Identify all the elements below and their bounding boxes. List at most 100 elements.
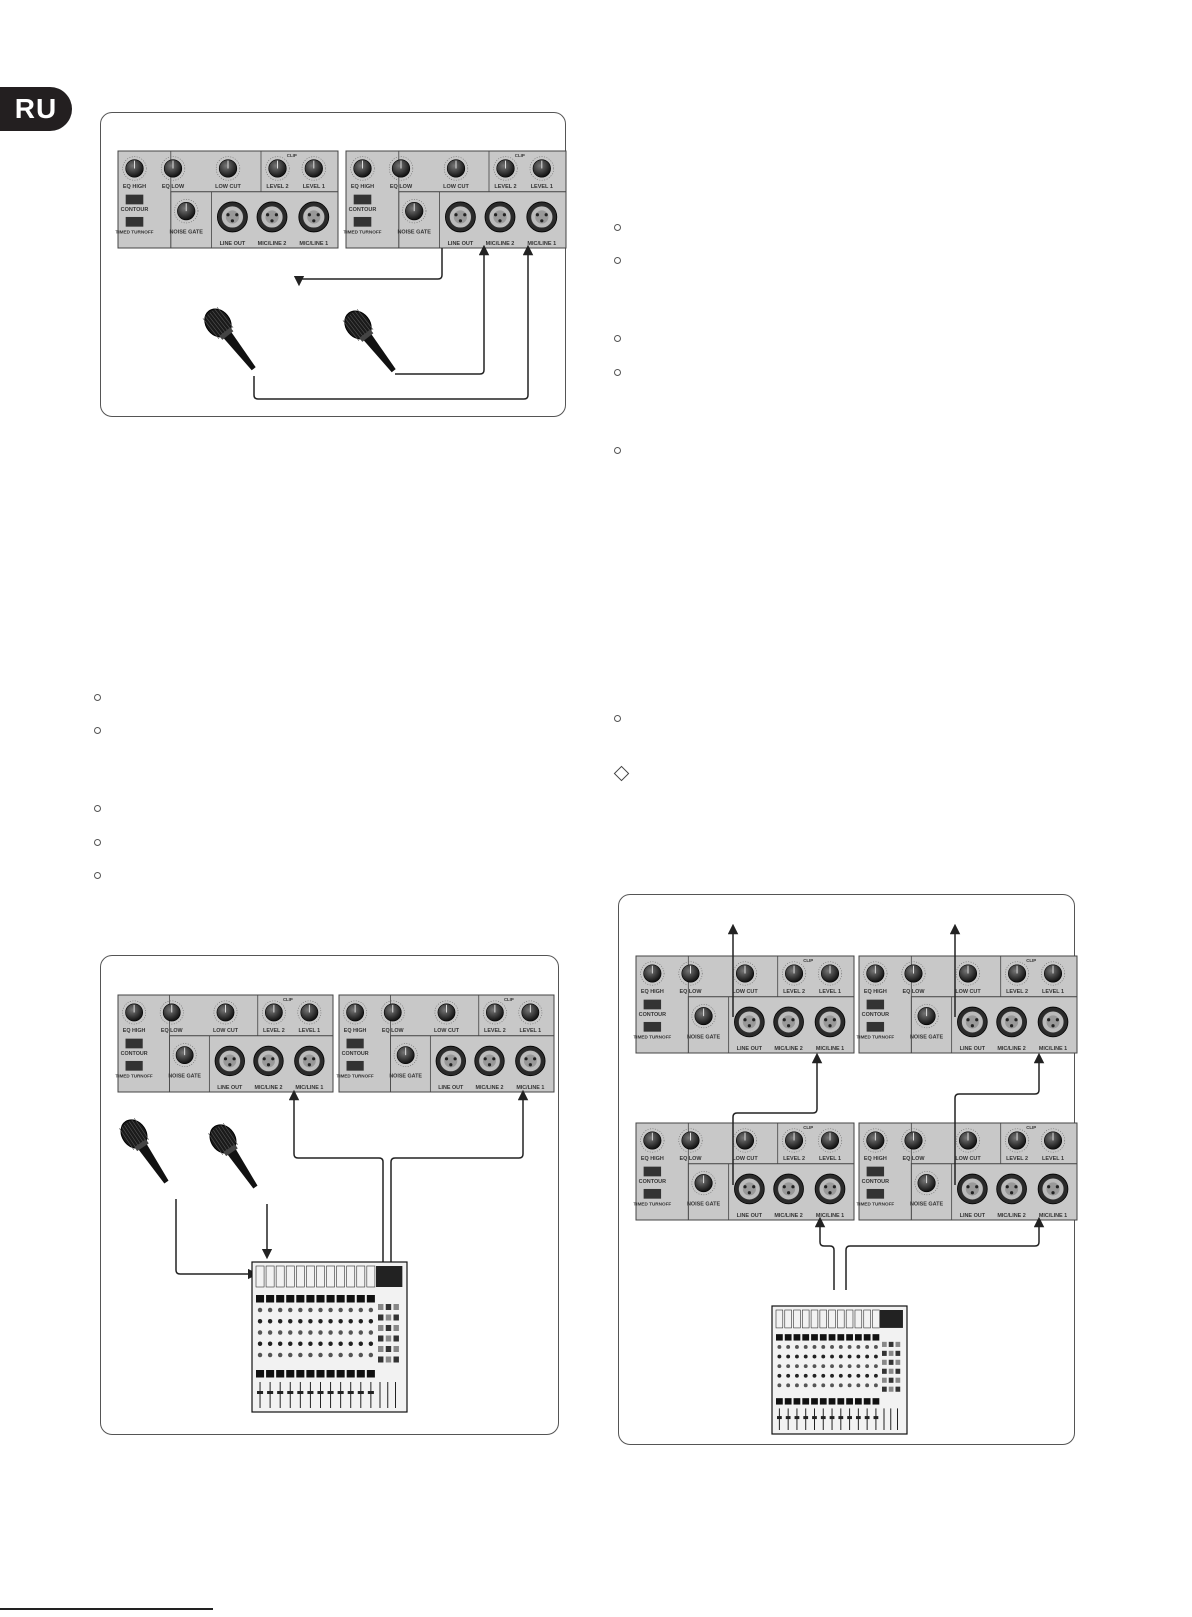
panel-label: LOW CUT	[434, 1028, 460, 1034]
panel-label: NOISE GATE	[168, 1073, 201, 1079]
panel-label: LINE OUT	[960, 1213, 986, 1219]
panel-label: LOW CUT	[732, 989, 758, 995]
panel-label: CLIP	[803, 958, 813, 963]
main-out-cable	[814, 1216, 835, 1290]
panel-label: CLIP	[1026, 1125, 1036, 1130]
panel-label: LINE OUT	[217, 1085, 243, 1091]
panel-label: MIC/LINE 1	[299, 241, 328, 247]
list-bullet	[614, 257, 621, 264]
panel-label: MIC/LINE 1	[1039, 1046, 1067, 1052]
contour-switch	[643, 999, 662, 1010]
list-bullet	[94, 727, 101, 734]
panel-label: EQ LOW	[679, 1156, 702, 1162]
panel-label: LOW CUT	[213, 1028, 239, 1034]
panel-label: LEVEL 2	[1006, 989, 1028, 995]
timed-switch	[866, 1021, 885, 1032]
panel-label: CONTOUR	[342, 1051, 369, 1057]
footer-rule	[0, 1608, 213, 1610]
contour-switch	[643, 1166, 662, 1177]
panel-label: MIC/LINE 1	[295, 1085, 323, 1091]
panel-label: EQ HIGH	[344, 1028, 367, 1034]
mic-cable	[395, 244, 490, 375]
panel-label: EQ LOW	[382, 1028, 405, 1034]
panel-label: LEVEL 1	[819, 989, 841, 995]
list-bullet	[614, 447, 621, 454]
panel-label: MIC/LINE 1	[1039, 1213, 1067, 1219]
panel-label: LINE OUT	[448, 241, 474, 247]
panel-label: LOW CUT	[443, 184, 469, 190]
panel-label: NOISE GATE	[397, 229, 431, 235]
mic-cable	[253, 244, 534, 400]
contour-switch	[353, 194, 372, 205]
panel-label: EQ HIGH	[864, 989, 887, 995]
panel-label: EQ LOW	[902, 1156, 925, 1162]
list-bullet	[94, 872, 101, 879]
panel-label: NOISE GATE	[910, 1201, 944, 1207]
panel-label: CLIP	[1026, 958, 1036, 963]
panel-label: TIMED TURNOFF	[343, 229, 381, 234]
panel-label: EQ HIGH	[641, 989, 664, 995]
panel-label: TIMED TURNOFF	[633, 1034, 671, 1039]
panel-label: LEVEL 2	[266, 184, 288, 190]
mixing-console-icon	[771, 1305, 908, 1435]
panel-label: LINE OUT	[220, 241, 246, 247]
main-out-cable	[390, 1089, 529, 1262]
contour-switch	[866, 999, 885, 1010]
mic-cable	[175, 1199, 259, 1280]
list-bullet	[614, 369, 621, 376]
main-out-cable	[288, 1089, 384, 1262]
panel-label: NOISE GATE	[910, 1034, 944, 1040]
timed-switch	[353, 216, 372, 227]
panel-label: TIMED TURNOFF	[633, 1201, 671, 1206]
microphone-icon	[119, 1118, 169, 1184]
panel-label: LINE OUT	[737, 1213, 763, 1219]
list-bullet	[94, 694, 101, 701]
panel-label: MIC/LINE 2	[486, 241, 515, 247]
panel-label: LOW CUT	[955, 989, 981, 995]
link-cable	[293, 248, 443, 287]
microphone-icon	[342, 309, 396, 373]
panel-label: CLIP	[515, 153, 525, 158]
panel-label: EQ HIGH	[123, 184, 146, 190]
contour-switch	[125, 194, 144, 205]
timed-switch	[346, 1060, 364, 1071]
panel-label: EQ LOW	[390, 184, 413, 190]
timed-switch	[866, 1188, 885, 1199]
contour-switch	[866, 1166, 885, 1177]
panel-label: MIC/LINE 2	[255, 1085, 283, 1091]
timed-switch	[125, 216, 144, 227]
panel-label: LEVEL 1	[299, 1028, 321, 1034]
mixing-console-icon	[251, 1261, 408, 1413]
panel-label: MIC/LINE 2	[774, 1046, 802, 1052]
panel-label: CONTOUR	[639, 1012, 666, 1018]
list-bullet	[614, 335, 621, 342]
link-cable	[954, 1052, 1045, 1185]
panel-label: NOISE GATE	[687, 1201, 721, 1207]
panel-label: LEVEL 2	[484, 1028, 506, 1034]
panel-label: CONTOUR	[862, 1012, 889, 1018]
contour-switch	[125, 1038, 143, 1049]
panel-label: NOISE GATE	[389, 1073, 422, 1079]
panel-label: NOISE GATE	[169, 229, 203, 235]
panel-label: LEVEL 2	[1006, 1156, 1028, 1162]
panel-label: EQ HIGH	[123, 1028, 146, 1034]
panel-label: LEVEL 1	[1042, 1156, 1064, 1162]
panel-label: LOW CUT	[955, 1156, 981, 1162]
panel-label: TIMED TURNOFF	[856, 1034, 894, 1039]
panel-label: MIC/LINE 1	[516, 1085, 544, 1091]
panel-label: EQ LOW	[679, 989, 702, 995]
panel-label: CLIP	[504, 997, 514, 1002]
panel-label: CONTOUR	[121, 1051, 148, 1057]
panel-label: LINE OUT	[737, 1046, 763, 1052]
panel-label: MIC/LINE 2	[774, 1213, 802, 1219]
panel-label: TIMED TURNOFF	[115, 229, 153, 234]
timed-switch	[125, 1060, 143, 1071]
list-bullet	[614, 715, 621, 722]
panel-label: CONTOUR	[862, 1179, 889, 1185]
panel-label: EQ HIGH	[351, 184, 374, 190]
